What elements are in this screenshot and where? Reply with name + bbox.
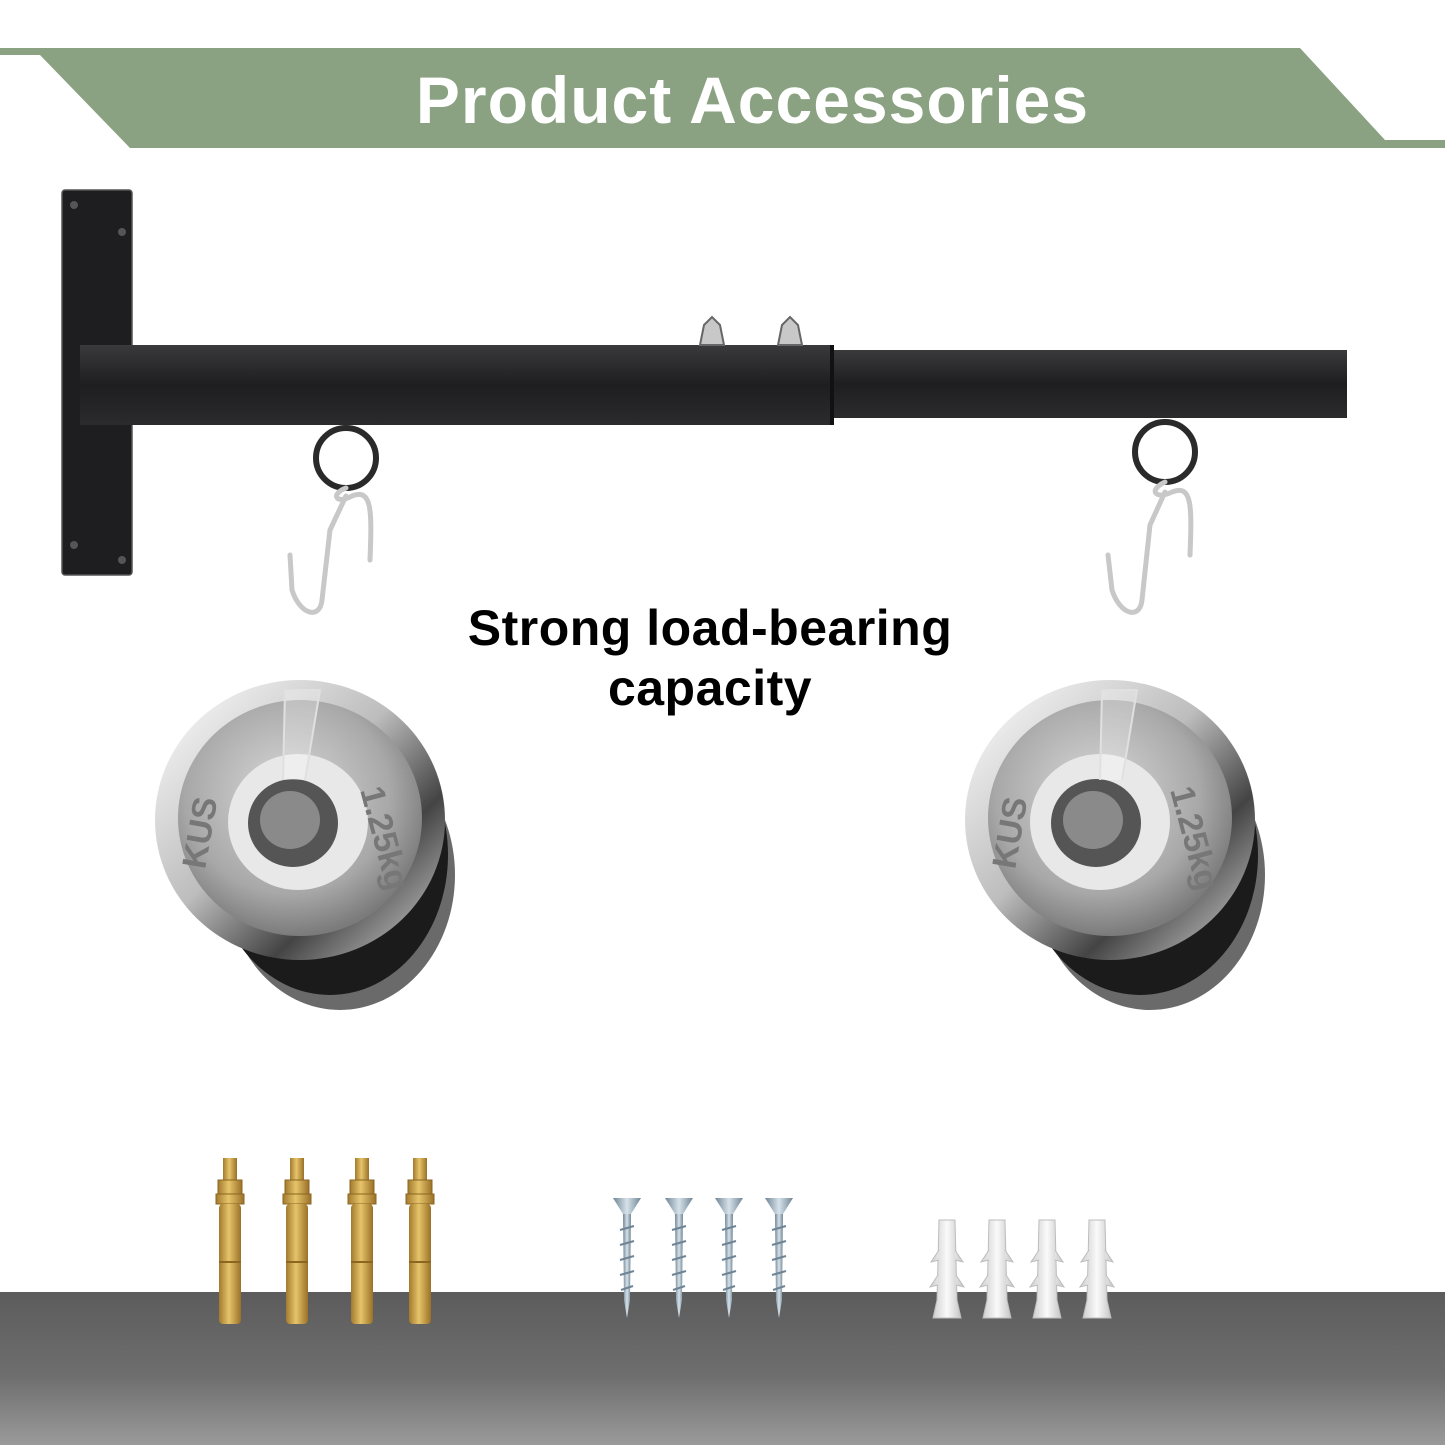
telescopic-bar <box>80 315 1347 425</box>
screw <box>665 1198 693 1318</box>
floor-shelf <box>0 1292 1445 1445</box>
caption-line-1: Strong load-bearing <box>467 600 953 656</box>
right-hanger <box>1105 419 1198 615</box>
load-capacity-caption: Strong load-bearing capacity <box>380 598 1040 718</box>
screw <box>613 1198 641 1318</box>
expansion-bolt <box>215 1158 245 1324</box>
wall-plug <box>1078 1219 1116 1319</box>
expansion-bolt <box>405 1158 435 1324</box>
screw <box>715 1198 743 1318</box>
left-hanger <box>287 425 379 615</box>
caption-line-2: capacity <box>607 660 813 716</box>
wall-plug <box>928 1219 966 1319</box>
left-weight-plate: 1.25kg KUS <box>155 680 455 1010</box>
expansion-bolt <box>282 1158 312 1324</box>
wall-plug <box>1028 1219 1066 1319</box>
right-weight-plate: 1.25kg KUS <box>965 680 1265 1010</box>
wall-plugs <box>928 1219 1116 1319</box>
screws <box>613 1198 793 1318</box>
banner-ribbon <box>0 48 1445 148</box>
banner-title: Product Accessories <box>415 63 1090 137</box>
expansion-bolt <box>347 1158 377 1324</box>
expansion-bolts <box>215 1158 435 1324</box>
wall-plug <box>978 1219 1016 1319</box>
screw <box>765 1198 793 1318</box>
